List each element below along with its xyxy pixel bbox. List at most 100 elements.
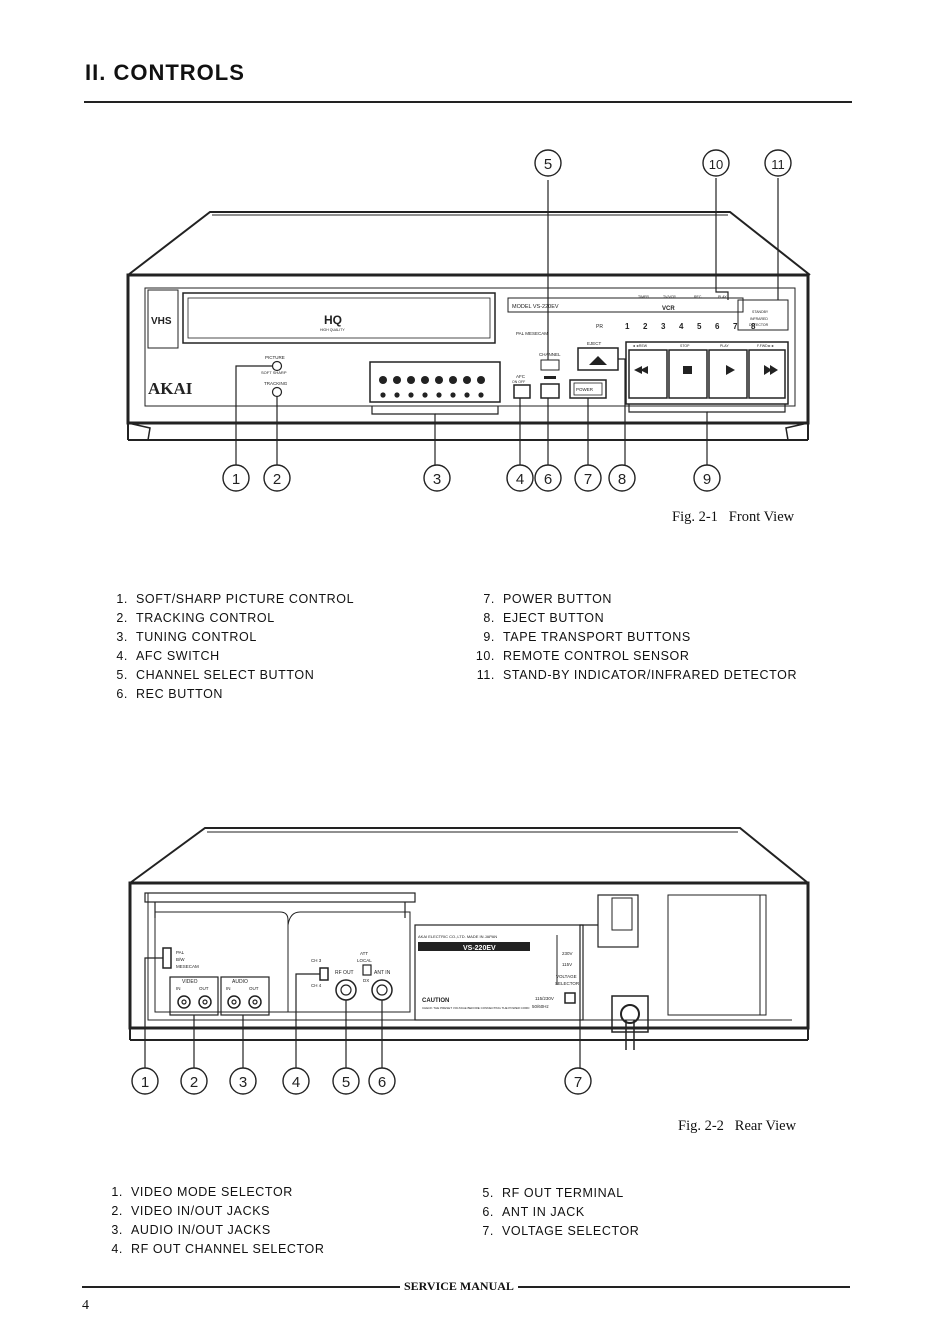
rear-callout-2: 2: [190, 1074, 198, 1091]
svg-text:50/60Hz: 50/60Hz: [532, 1004, 550, 1009]
svg-text:SOFT SHARP: SOFT SHARP: [261, 370, 287, 375]
list-item: 3.TUNING CONTROL: [116, 630, 257, 644]
svg-text:230V: 230V: [562, 951, 573, 956]
footer-label: SERVICE MANUAL: [400, 1279, 518, 1294]
svg-text:PR: PR: [596, 324, 603, 330]
rear-callout-6: 6: [378, 1074, 386, 1091]
front-callout-4: 4: [516, 471, 524, 488]
front-view-diagram: VHS HQ HIGH QUALITY AKAI MODEL VS-220EV …: [126, 149, 811, 492]
svg-text:CH 4: CH 4: [311, 983, 322, 988]
rear-legend-right: 5.RF OUT TERMINAL 6.ANT IN JACK 7.VOLTAG…: [472, 1184, 639, 1241]
front-callout-7: 7: [584, 471, 592, 488]
svg-text:SELECTOR: SELECTOR: [555, 981, 580, 986]
svg-text:IN: IN: [176, 986, 181, 991]
svg-text:CAUTION: CAUTION: [422, 998, 449, 1004]
svg-text:STOP: STOP: [680, 344, 690, 348]
front-legend-left: 1.SOFT/SHARP PICTURE CONTROL 2.TRACKING …: [106, 590, 354, 704]
svg-text:TV/VCR: TV/VCR: [663, 295, 676, 299]
front-callout-9: 9: [703, 471, 711, 488]
rear-view-caption: Fig. 2-2 Rear View: [678, 1118, 797, 1134]
svg-text:1: 1: [625, 322, 630, 331]
list-item: 7.POWER BUTTON: [483, 592, 613, 606]
vhs-logo: VHS: [151, 316, 172, 327]
svg-text:PICTURE: PICTURE: [265, 355, 285, 360]
list-item: 2.TRACKING CONTROL: [116, 611, 275, 625]
rear-callout-3: 3: [239, 1074, 247, 1091]
svg-text:CH 3: CH 3: [311, 958, 322, 963]
svg-text:B/W: B/W: [176, 957, 185, 962]
svg-text:VOLTAGE: VOLTAGE: [556, 974, 577, 979]
front-callout-1: 1: [232, 471, 240, 488]
svg-text:VIDEO: VIDEO: [182, 979, 198, 985]
svg-text:EJECT: EJECT: [587, 341, 602, 346]
list-item: 9.TAPE TRANSPORT BUTTONS: [483, 630, 691, 644]
svg-text:CHECK THE PRESET VOLTAGE BEFOR: CHECK THE PRESET VOLTAGE BEFORE CONNECTI…: [422, 1006, 530, 1010]
svg-text:F.FWD►►: F.FWD►►: [757, 344, 775, 348]
rear-legend-left: 1.VIDEO MODE SELECTOR 2.VIDEO IN/OUT JAC…: [101, 1183, 324, 1259]
svg-text:ATT: ATT: [360, 951, 368, 956]
svg-text:VCR: VCR: [662, 306, 675, 312]
list-item: 6.ANT IN JACK: [482, 1205, 585, 1219]
list-item: 3.AUDIO IN/OUT JACKS: [111, 1223, 271, 1237]
front-callout-2: 2: [273, 471, 281, 488]
svg-text:IN: IN: [226, 986, 231, 991]
svg-text:PLAY: PLAY: [718, 295, 727, 299]
svg-text:PAL: PAL: [176, 950, 185, 955]
svg-text:LOCAL: LOCAL: [357, 958, 372, 963]
svg-text:PAL MESECAM: PAL MESECAM: [516, 331, 548, 336]
rear-callout-1: 1: [141, 1074, 149, 1091]
svg-text:INFRARED: INFRARED: [750, 317, 768, 321]
list-item: 1.SOFT/SHARP PICTURE CONTROL: [116, 592, 355, 606]
akai-logo: AKAI: [148, 379, 193, 398]
svg-text:REC: REC: [694, 295, 702, 299]
svg-text:8: 8: [751, 322, 756, 331]
svg-text:DETECTOR: DETECTOR: [749, 323, 769, 327]
svg-text:POWER: POWER: [576, 387, 594, 392]
svg-text:AUDIO: AUDIO: [232, 979, 248, 985]
svg-text:TIMER: TIMER: [638, 295, 649, 299]
front-legend-right: 7.POWER BUTTON 8.EJECT BUTTON 9.TAPE TRA…: [473, 590, 797, 685]
front-callout-11: 11: [771, 157, 785, 172]
svg-text:AFC: AFC: [516, 374, 526, 379]
list-item: 6.REC BUTTON: [116, 687, 224, 701]
svg-text:7: 7: [733, 322, 738, 331]
svg-text:AKAI ELECTRIC CO.,LTD. MADE I: AKAI ELECTRIC CO.,LTD. MADE IN JAPAN: [418, 934, 497, 939]
list-item: 1.VIDEO MODE SELECTOR: [111, 1185, 293, 1199]
list-item: 4.AFC SWITCH: [116, 649, 220, 663]
svg-text:◄◄REW: ◄◄REW: [632, 344, 648, 348]
svg-text:ANT IN: ANT IN: [374, 970, 391, 976]
svg-text:OUT: OUT: [249, 986, 259, 991]
svg-text:2: 2: [643, 322, 648, 331]
svg-text:4: 4: [679, 322, 684, 331]
svg-text:MESECAM: MESECAM: [176, 964, 199, 969]
list-item: 10.REMOTE CONTROL SENSOR: [475, 649, 690, 663]
svg-text:CHANNEL: CHANNEL: [539, 352, 561, 357]
svg-text:6: 6: [715, 322, 720, 331]
rear-callout-4: 4: [292, 1074, 300, 1091]
hq-logo: HQ: [324, 313, 342, 327]
list-item: 5.CHANNEL SELECT BUTTON: [116, 668, 315, 682]
svg-text:RF OUT: RF OUT: [335, 970, 354, 976]
svg-text:HIGH QUALITY: HIGH QUALITY: [320, 328, 345, 332]
svg-text:3: 3: [661, 322, 666, 331]
svg-text:DX: DX: [363, 978, 369, 983]
svg-text:STANDBY: STANDBY: [752, 310, 769, 314]
page-title: II. CONTROLS: [85, 60, 245, 85]
list-item: 7.VOLTAGE SELECTOR: [482, 1224, 640, 1238]
header-rule: [84, 101, 852, 103]
front-callout-10: 10: [709, 157, 723, 172]
svg-text:OUT: OUT: [199, 986, 209, 991]
list-item: 4.RF OUT CHANNEL SELECTOR: [111, 1242, 325, 1256]
front-callout-8: 8: [618, 471, 626, 488]
list-item: 8.EJECT BUTTON: [483, 611, 605, 625]
svg-text:115/230V: 115/230V: [535, 996, 554, 1001]
svg-text:MODEL VS-220EV: MODEL VS-220EV: [512, 304, 559, 310]
rear-callout-5: 5: [342, 1074, 350, 1091]
svg-text:115V: 115V: [562, 962, 572, 967]
rear-callout-7: 7: [574, 1074, 582, 1091]
front-callout-3: 3: [433, 471, 441, 488]
list-item: 5.RF OUT TERMINAL: [482, 1186, 624, 1200]
svg-text:5: 5: [697, 322, 702, 331]
svg-text:PLAY: PLAY: [720, 344, 729, 348]
